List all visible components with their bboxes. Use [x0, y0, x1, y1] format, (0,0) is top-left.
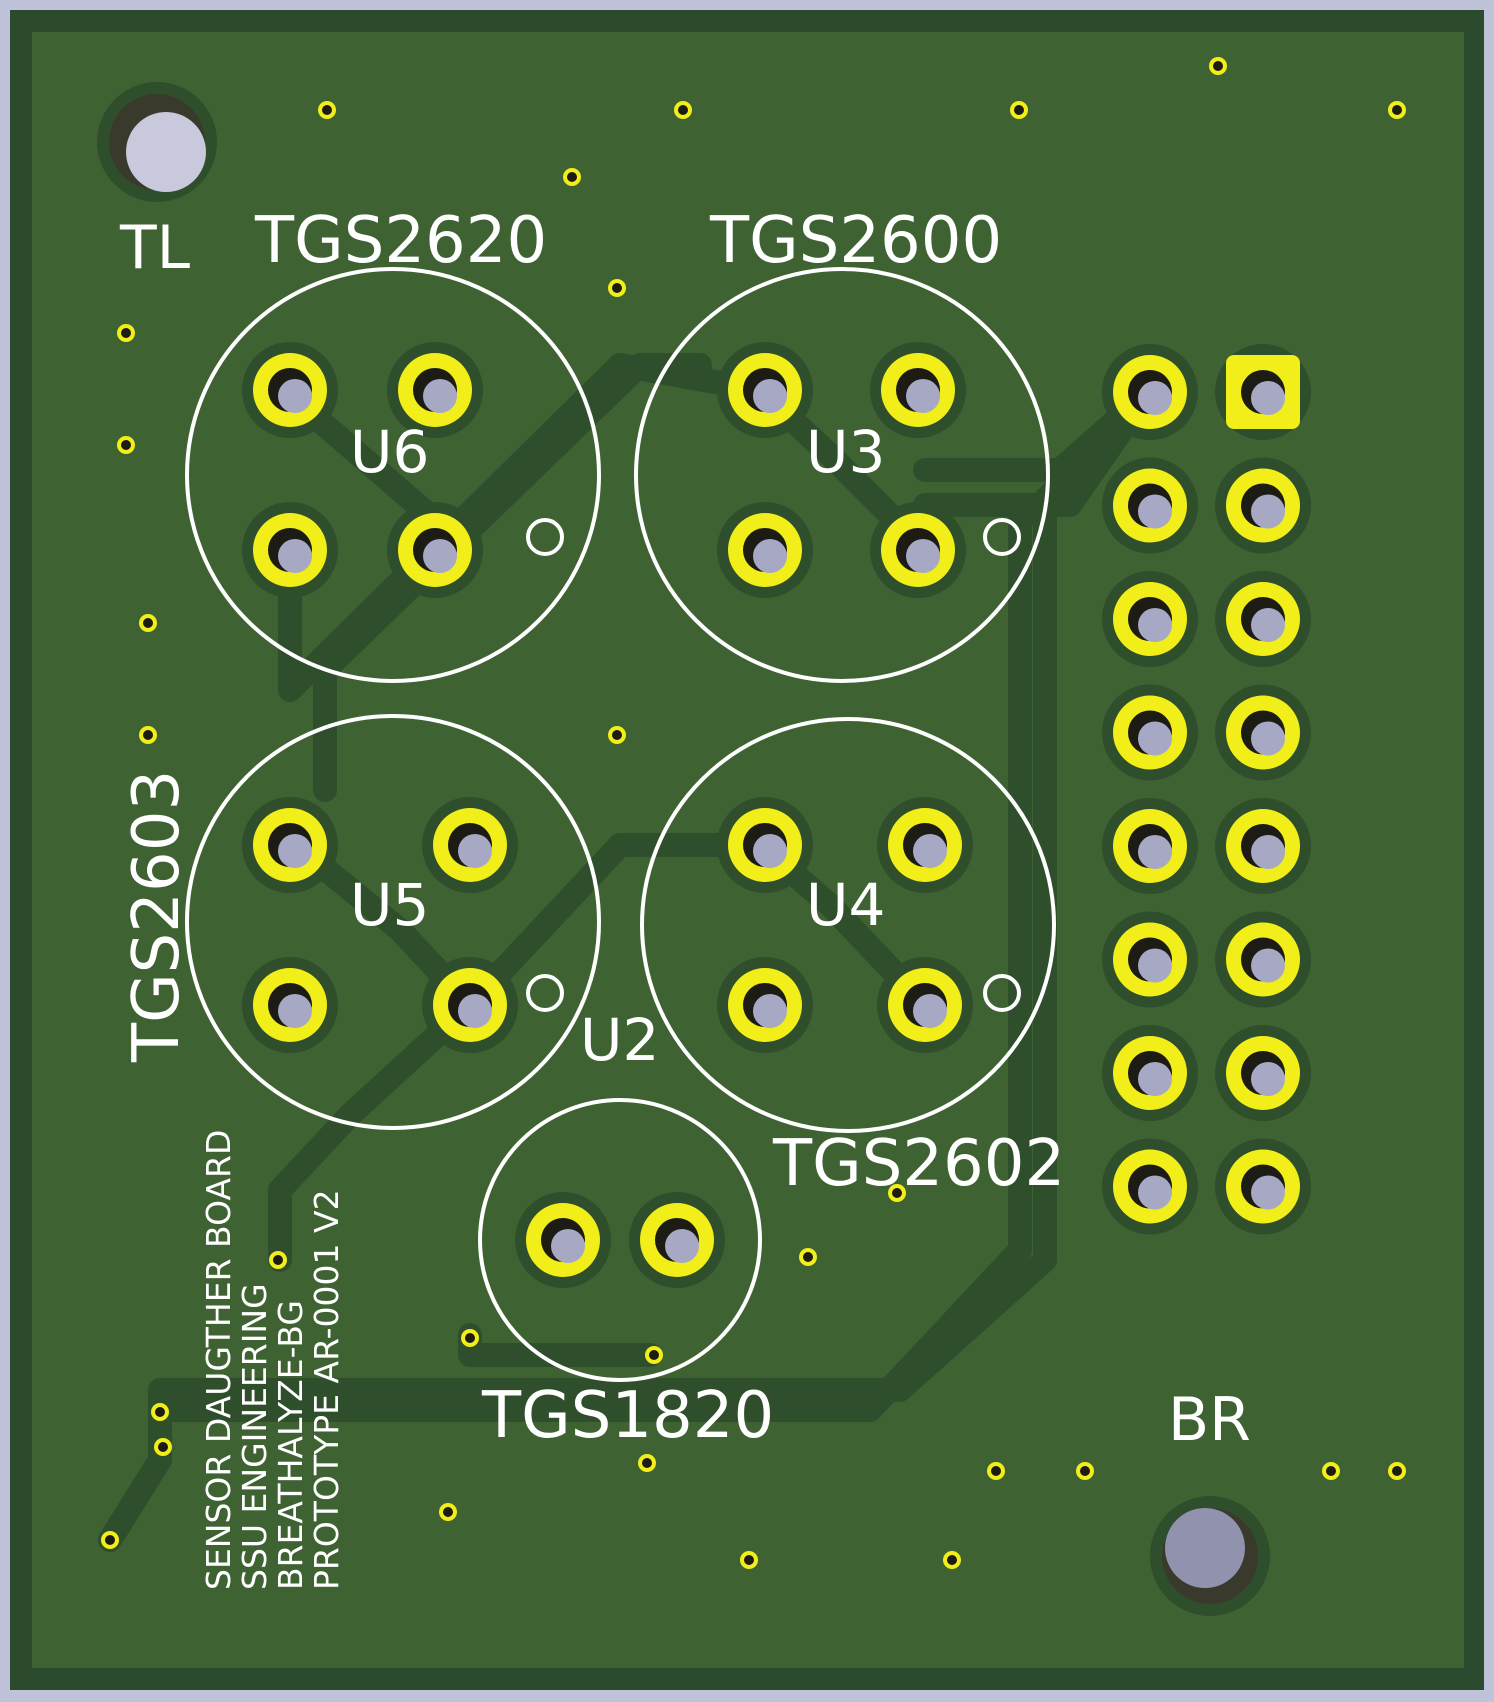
- via: [638, 1454, 656, 1472]
- header-pin: [1102, 911, 1198, 1008]
- trace: [458, 833, 772, 1017]
- via: [987, 1462, 1005, 1480]
- via: [1388, 101, 1406, 119]
- via: [269, 1251, 287, 1269]
- via: [139, 614, 157, 632]
- trace: [268, 993, 482, 1272]
- sensor-pad-u5: [242, 797, 338, 893]
- via: [154, 1438, 172, 1456]
- part-label-tgs2600: TGS2600: [709, 204, 1002, 278]
- sensor-pad-u4: [877, 957, 973, 1053]
- via: [608, 279, 626, 297]
- board-info-line-1: SENSOR DAUGTHER BOARD: [199, 1130, 238, 1590]
- vias: [101, 57, 1406, 1569]
- sensor-outline-u6: [185, 267, 601, 683]
- via: [1010, 101, 1028, 119]
- sensor-pad-u6: [387, 502, 483, 598]
- pin1-marker-u6: [526, 518, 564, 556]
- via: [943, 1551, 961, 1569]
- sensor-outline-u2: [478, 1098, 762, 1382]
- corner-label-bottom-right: BR: [1168, 1385, 1251, 1455]
- sensor-outline-u5: [185, 714, 601, 1130]
- header-pin: [1102, 1025, 1198, 1121]
- sensor-pad-u2: [629, 1192, 725, 1288]
- ref-label-u5: U5: [350, 871, 429, 939]
- sensor-pad-u5: [242, 957, 338, 1053]
- via: [888, 1184, 906, 1202]
- sensor-pad-u6: [242, 342, 338, 438]
- header-pin: [1215, 457, 1311, 554]
- via: [1209, 57, 1227, 75]
- via: [645, 1346, 663, 1364]
- corner-label-top-left: TL: [119, 213, 191, 283]
- header-pin: [1102, 457, 1198, 554]
- sensor-pad-u3: [870, 342, 966, 438]
- sensor-pad-u6: [242, 502, 338, 598]
- part-label-tgs1820: TGS1820: [481, 1379, 774, 1453]
- via: [1076, 1462, 1094, 1480]
- via: [608, 726, 626, 744]
- via: [439, 1503, 457, 1521]
- via: [101, 1531, 119, 1549]
- header-pin: [1102, 344, 1198, 440]
- via: [461, 1329, 479, 1347]
- header-pin: [1102, 684, 1198, 781]
- sensor-pad-u3: [717, 342, 813, 438]
- sensor-pad-u4: [717, 797, 813, 893]
- header-pin: [1102, 1138, 1198, 1235]
- board-info-block: SENSOR DAUGTHER BOARD SSU ENGINEERING BR…: [199, 1130, 346, 1590]
- via: [139, 726, 157, 744]
- ref-label-u4: U4: [806, 871, 885, 939]
- header-pin: [1215, 1138, 1311, 1235]
- silkscreen-labels: TL TGS2620 TGS2600 U6 U3 U5 U4 U2 TGS260…: [119, 204, 1251, 1590]
- via: [799, 1248, 817, 1266]
- via: [1388, 1462, 1406, 1480]
- header-pin: [1215, 911, 1311, 1008]
- board-info-line-3: BREATHALYZE-BG: [271, 1300, 310, 1590]
- mounting-hole-top-left: [97, 82, 217, 202]
- part-label-tgs2602: TGS2602: [772, 1127, 1065, 1201]
- sensor-pad-u2: [515, 1192, 611, 1288]
- header-pin: [1215, 344, 1311, 440]
- sensor-outline-u3: [634, 267, 1050, 683]
- ref-label-u6: U6: [350, 418, 429, 486]
- pin1-marker-u5: [526, 974, 564, 1012]
- header-pin: [1215, 798, 1311, 894]
- via: [151, 1403, 169, 1421]
- sensor-pad-u3: [717, 502, 813, 598]
- pin1-marker-u3: [983, 518, 1021, 556]
- via: [740, 1551, 758, 1569]
- ref-label-u3: U3: [806, 418, 885, 486]
- via: [117, 324, 135, 342]
- sensor-pad-u5: [422, 797, 518, 893]
- via: [117, 436, 135, 454]
- sensor-pad-u3: [870, 502, 966, 598]
- board-info-line-4: PROTOTYPE AR-0001 V2: [307, 1189, 346, 1590]
- via: [674, 101, 692, 119]
- board-info-line-2: SSU ENGINEERING: [235, 1283, 274, 1590]
- via: [563, 168, 581, 186]
- via: [318, 101, 336, 119]
- header-pin: [1215, 684, 1311, 781]
- pin1-marker-u4: [983, 974, 1021, 1012]
- header-pin: [1215, 1025, 1311, 1121]
- sensor-pad-u4: [717, 957, 813, 1053]
- header-pin: [1102, 571, 1198, 667]
- part-label-tgs2603: TGS2603: [120, 770, 194, 1063]
- trace: [158, 488, 1057, 1422]
- sensor-outline-u4: [640, 717, 1056, 1133]
- sensor-outlines: [185, 267, 1056, 1382]
- header-pin: [1215, 571, 1311, 667]
- via: [1322, 1462, 1340, 1480]
- mounting-hole-bottom-right: [1150, 1496, 1270, 1616]
- part-label-tgs2620: TGS2620: [254, 204, 547, 278]
- sensor-pad-u6: [387, 342, 483, 438]
- pads: [242, 342, 1311, 1288]
- header-pin: [1102, 798, 1198, 894]
- sensor-pad-u4: [877, 797, 973, 893]
- ref-label-u2: U2: [580, 1006, 659, 1074]
- sensor-pad-u5: [422, 957, 518, 1053]
